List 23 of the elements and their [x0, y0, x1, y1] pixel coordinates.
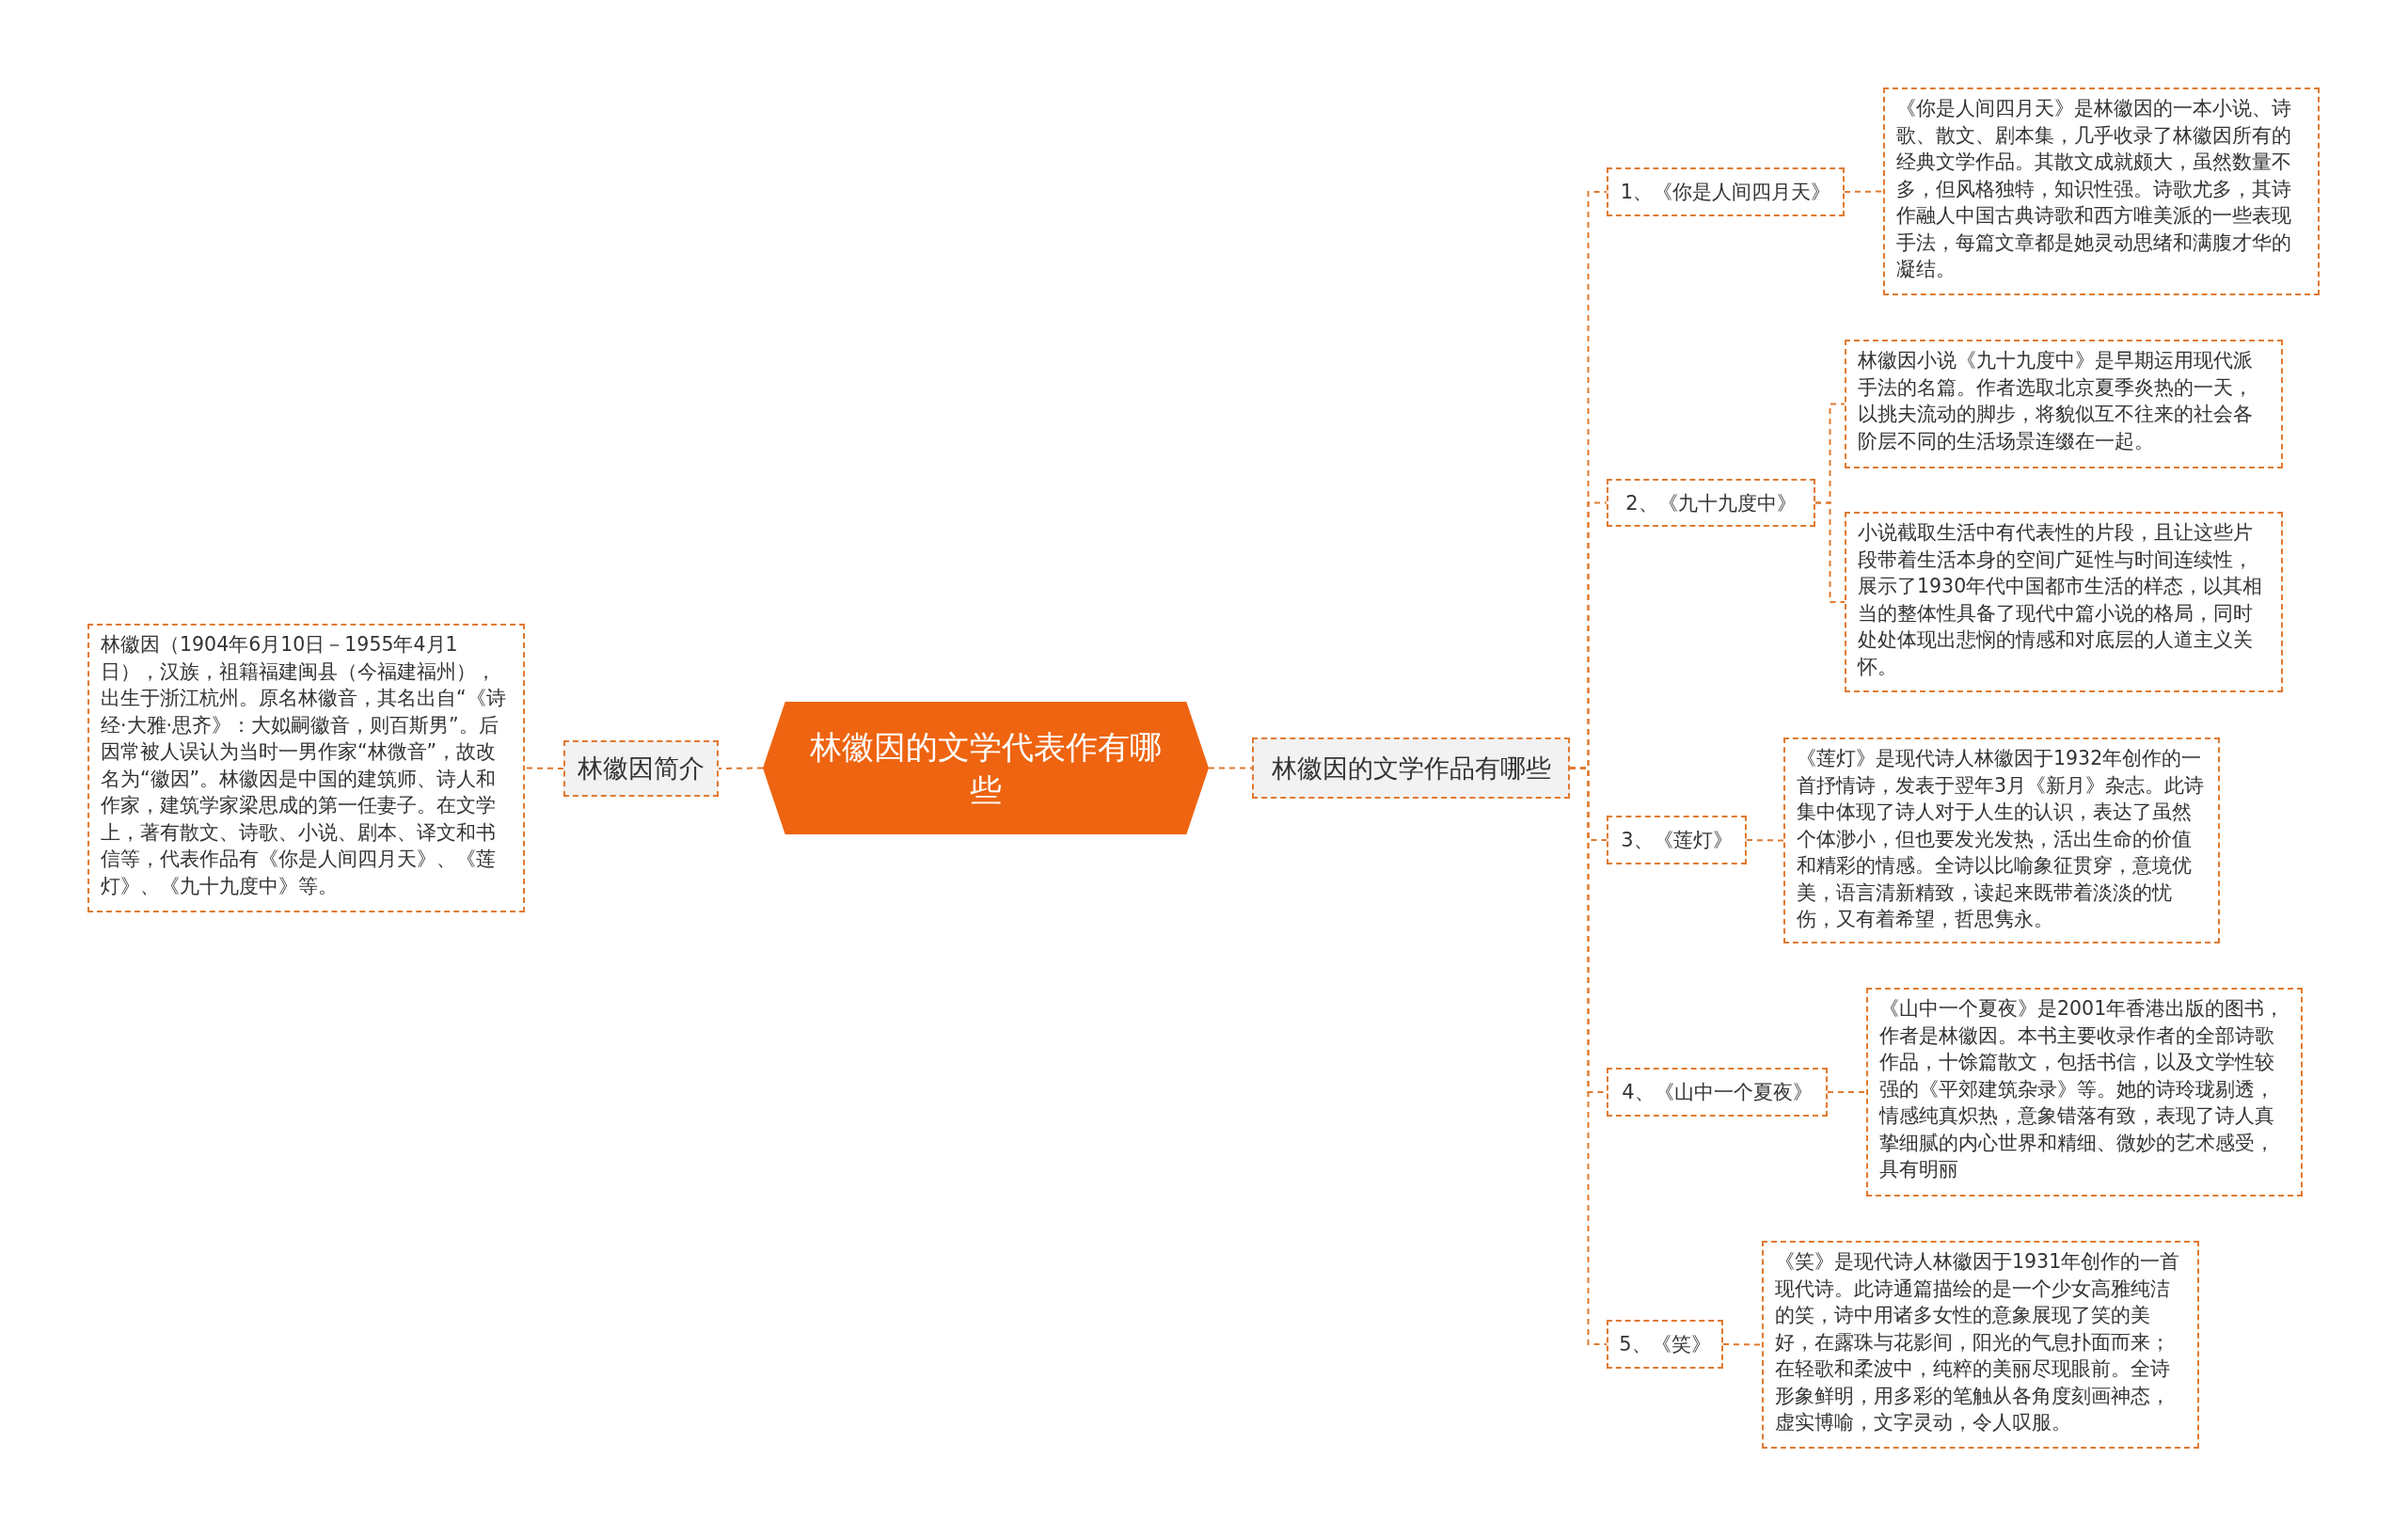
subtopic-box: 2、《九十九度中》: [1607, 479, 1815, 527]
topic-box: 林徽因的文学作品有哪些: [1252, 737, 1570, 799]
description-box: 小说截取生活中有代表性的片段，且让这些片段带着生活本身的空间广延性与时间连续性，展示了1930年代中国都市生活的样态，以其相当的整体性具备了现代中篇小说的格局，同时处处体现出悲悯的情感和对底层的人道主义关怀。: [1845, 512, 2283, 692]
description-box: 《山中一个夏夜》是2001年香港出版的图书，作者是林徽因。本书主要收录作者的全部诗歌作品，十馀篇散文，包括书信，以及文学性较强的《平郊建筑杂录》等。她的诗玲珑剔透，情感纯真炽热，意象错落有致，表现了诗人真挚细腻的内心世界和精细、微妙的艺术感受，具有明丽: [1866, 988, 2303, 1197]
description-box: 《莲灯》是现代诗人林徽因于1932年创作的一首抒情诗，发表于翌年3月《新月》杂志。此诗集中体现了诗人对于人生的认识，表达了虽然个体渺小，但也要发光发热，活出生命的价值和精彩的情感。全诗以比喻象征贯穿，意境优美，语言清新精致，读起来既带着淡淡的忧伤，又有着希望，哲思隽永。: [1783, 737, 2220, 943]
subtopic-box: 1、《你是人间四月天》: [1607, 167, 1845, 216]
connector-line: [1746, 839, 1784, 842]
description-box: 《笑》是现代诗人林徽因于1931年创作的一首现代诗。此诗通篇描绘的是一个少女高雅纯洁的笑，诗中用诸多女性的意象展现了笑的美好，在露珠与花影间，阳光的气息扑面而来；在轻歌和柔波中，纯粹的美丽尽现眼前。全诗形象鲜明，用多彩的笔触从各角度刻画神态，虚实博喻，文字灵动，令人叹服。: [1762, 1241, 2199, 1449]
description-box: 林徽因（1904年6月10日－1955年4月1日），汉族，祖籍福建闽县（今福建福州），出生于浙江杭州。原名林徽音，其名出自“《诗经·大雅·思齐》：大姒嗣徽音，则百斯男”。后因常被人误认为当时一男作家“林微音”，故改名为“徽因”。林徽因是中国的建筑师、诗人和作家，建筑学家梁思成的第一任妻子。在文学上，著有散文、诗歌、小说、剧本、译文和书信等，代表作品有《你是人间四月天》、《莲灯》、《九十九度中》等。: [87, 624, 525, 912]
connector-line: [1844, 190, 1884, 193]
connector-line: [1722, 1343, 1763, 1346]
description-box: 林徽因小说《九十九度中》是早期运用现代派手法的名篇。作者选取北京夏季炎热的一天，以挑夫流动的脚步，将貌似互不往来的社会各阶层不同的生活场景连缀在一起。: [1845, 340, 2283, 468]
subtopic-box: 4、《山中一个夏夜》: [1607, 1068, 1828, 1117]
connector-line: [1814, 501, 1846, 603]
connector-line: [718, 767, 764, 769]
description-box: 《你是人间四月天》是林徽因的一本小说、诗歌、散文、剧本集，几乎收录了林徽因所有的经典文学作品。其散文成就颇大，虽然数量不多，但风格独特，知识性强。诗歌尤多，其诗作融人中国古典诗歌和西方唯美派的一些表现手法，每篇文章都是她灵动思绪和满腹才华的凝结。: [1883, 87, 2320, 295]
connector-line: [524, 767, 564, 769]
subtopic-box: 5、《笑》: [1607, 1320, 1723, 1369]
topic-box: 林徽因简介: [563, 740, 719, 797]
connector-line: [1827, 1091, 1867, 1093]
subtopic-box: 3、《莲灯》: [1607, 816, 1747, 864]
connector-line: [1208, 767, 1253, 769]
connector-line: [1569, 767, 1608, 1345]
